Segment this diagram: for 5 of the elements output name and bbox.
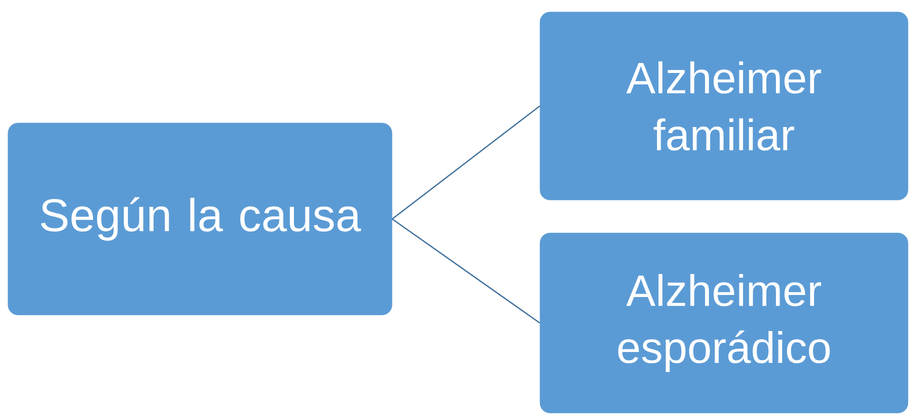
connector-line (392, 218, 540, 324)
connector-line (392, 105, 540, 220)
process-box: Según la causa (8, 122, 392, 316)
process-box: Alzheimer familiar (540, 12, 908, 200)
process-box: Alzheimer esporádico (540, 232, 908, 414)
